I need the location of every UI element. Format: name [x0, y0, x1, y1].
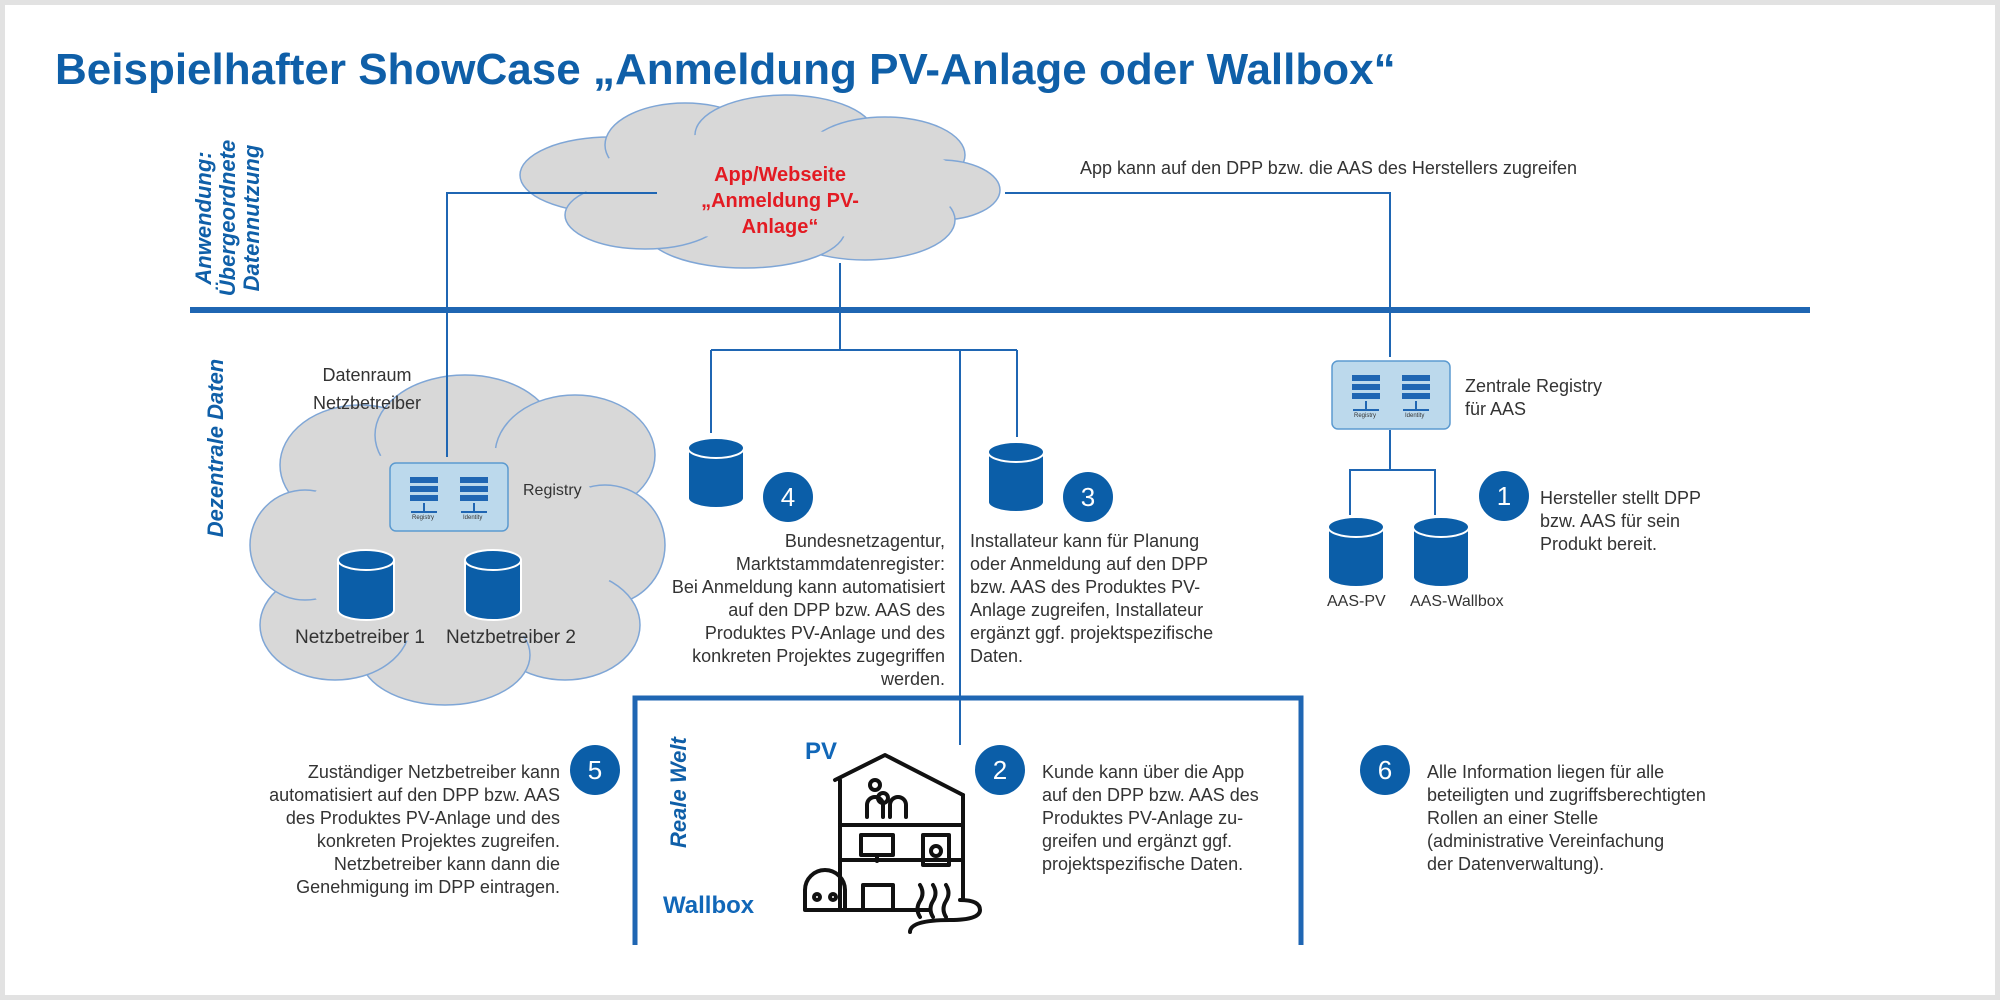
step-2-line: Produktes PV-Anlage zu-	[1042, 808, 1244, 828]
real-world-frame	[632, 695, 1304, 945]
registry-box-netzbetreiber	[389, 462, 509, 532]
identity-icon-label-zentral: Identity	[1405, 413, 1425, 419]
datenraum-label: Datenraum Netzbetreiber	[307, 361, 427, 417]
step-badge-3: 3	[1063, 472, 1113, 522]
step-6-line: (administrative Vereinfachung	[1427, 831, 1665, 851]
step-4-line: Produktes PV-Anlage und des	[704, 623, 945, 643]
step-6-text: Alle Information liegen für alle beteili…	[1427, 761, 1706, 876]
step-4-text: Bundesnetzagentur, Marktstammdatenregist…	[605, 530, 945, 691]
layer-label-anwendung-line2: Übergeordnete	[215, 139, 240, 297]
step-3-line: Installateur kann für Planung	[970, 531, 1200, 551]
layer-label-reale-welt: Reale Welt	[666, 737, 691, 848]
step-5-line: Zuständiger Netzbetreiber kann	[307, 762, 560, 782]
step-4-line: Marktstammdatenregister:	[735, 554, 945, 574]
step-1-line: Produkt bereit.	[1540, 534, 1658, 554]
step-2-text: Kunde kann über die App auf den DPP bzw.…	[1042, 761, 1259, 876]
step-3-text: Installateur kann für Planung oder Anmel…	[970, 530, 1213, 668]
database-icon-netzbetreiber-1	[337, 549, 395, 621]
step-5-line: automatisiert auf den DPP bzw. AAS	[269, 785, 560, 805]
database-icons	[337, 437, 1470, 621]
app-note: App kann auf den DPP bzw. die AAS des He…	[1080, 158, 1577, 178]
step-4-line: Bundesnetzagentur,	[784, 531, 945, 551]
step-5-text: Zuständiger Netzbetreiber kann automatis…	[205, 761, 560, 899]
step-2-line: auf den DPP bzw. AAS des	[1042, 785, 1259, 805]
registry-box-zentral	[1331, 360, 1451, 430]
slide: Beispielhafter ShowCase „Anmeldung PV-An…	[5, 5, 1995, 995]
step-4-line: auf den DPP bzw. AAS des	[728, 600, 945, 620]
registry-icon-label-zentral: Registry	[1354, 413, 1377, 419]
step-6-line: der Datenverwaltung).	[1427, 854, 1605, 874]
step-2-line: Kunde kann über die App	[1042, 762, 1245, 782]
step-badge-5: 5	[570, 745, 620, 795]
page-title: Beispielhafter ShowCase „Anmeldung PV-An…	[55, 45, 1396, 94]
zentrale-registry-line2: für AAS	[1465, 399, 1527, 419]
zentrale-registry-label: Zentrale Registry für AAS	[1465, 375, 1602, 421]
datenraum-cloud	[249, 374, 666, 706]
wallbox-label: Wallbox	[663, 892, 755, 919]
zentrale-registry-line1: Zentrale Registry	[1465, 376, 1603, 396]
aas-pv-label: AAS-PV	[1327, 593, 1386, 610]
step-2-line: greifen und ergänzt ggf.	[1042, 831, 1233, 851]
house-icon	[803, 753, 982, 934]
pv-label: PV	[805, 738, 838, 765]
step-6-line: Rollen an einer Stelle	[1427, 808, 1599, 828]
step-1-text: Hersteller stellt DPP bzw. AAS für sein …	[1540, 487, 1701, 556]
step-5-line: Netzbetreiber kann dann die	[333, 854, 560, 874]
datenraum-line2: Netzbetreiber	[312, 393, 422, 413]
step-4-line: Bei Anmeldung kann automatisiert	[671, 577, 945, 597]
step-2-line: projektspezifische Daten.	[1042, 854, 1244, 874]
app-cloud-line2: „Anmeldung PV-	[701, 190, 859, 212]
step-badge-2: 2	[975, 745, 1025, 795]
step-badge-4: 4	[763, 472, 813, 522]
registry-label: Registry	[523, 482, 582, 499]
step-4-line: werden.	[880, 669, 945, 689]
step-6-line: beteiligten und zugriffsberechtigten	[1427, 785, 1706, 805]
step-6-line: Alle Information liegen für alle	[1427, 762, 1665, 782]
database-icon-aas-wallbox	[1412, 516, 1470, 588]
step-3-line: oder Anmeldung auf den DPP	[970, 554, 1209, 574]
step-5-line: des Produktes PV-Anlage und des	[285, 808, 560, 828]
step-badge-1: 1	[1479, 471, 1529, 521]
database-icon-4	[687, 437, 745, 509]
aas-wallbox-label: AAS-Wallbox	[1410, 593, 1504, 610]
app-cloud-line3: Anlage“	[741, 216, 819, 238]
layer-label-anwendung-line3: Datennutzung	[239, 144, 264, 292]
database-icon-aas-pv	[1327, 516, 1385, 588]
database-icon-3	[987, 441, 1045, 513]
step-1-line: bzw. AAS für sein	[1540, 511, 1681, 531]
diagram-canvas	[190, 94, 1810, 945]
identity-icon-label: Identity	[463, 515, 483, 521]
app-cloud	[519, 94, 1001, 269]
step-5-line: Genehmigung im DPP eintragen.	[296, 877, 560, 897]
netzbetreiber-1-label: Netzbetreiber 1	[295, 627, 425, 648]
step-4-line: konkreten Projektes zugegriffen	[692, 646, 945, 666]
layer-label-dezentral: Dezentrale Daten	[203, 358, 228, 538]
database-icon-netzbetreiber-2	[464, 549, 522, 621]
step-1-line: Hersteller stellt DPP	[1540, 488, 1702, 508]
app-cloud-line1: App/Webseite	[714, 164, 846, 186]
step-3-line: Daten.	[970, 646, 1024, 666]
connection-lines	[446, 192, 1436, 745]
registry-icon-label: Registry	[412, 515, 435, 521]
step-3-line: Anlage zugreifen, Installateur	[970, 600, 1204, 620]
step-badge-6: 6	[1360, 745, 1410, 795]
app-cloud-label: App/Webseite „Anmeldung PV- Anlage“	[695, 162, 865, 240]
layer-label-anwendung-line1: Anwendung:	[191, 151, 216, 285]
step-3-line: ergänzt ggf. projektspezifische	[970, 623, 1214, 643]
layer-label-anwendung: Anwendung: Übergeordnete Datennutzung	[191, 118, 268, 318]
step-5-line: konkreten Projektes zugreifen.	[316, 831, 560, 851]
datenraum-line1: Datenraum	[322, 365, 412, 385]
step-3-line: bzw. AAS des Produktes PV-	[970, 577, 1201, 597]
netzbetreiber-2-label: Netzbetreiber 2	[446, 627, 576, 648]
